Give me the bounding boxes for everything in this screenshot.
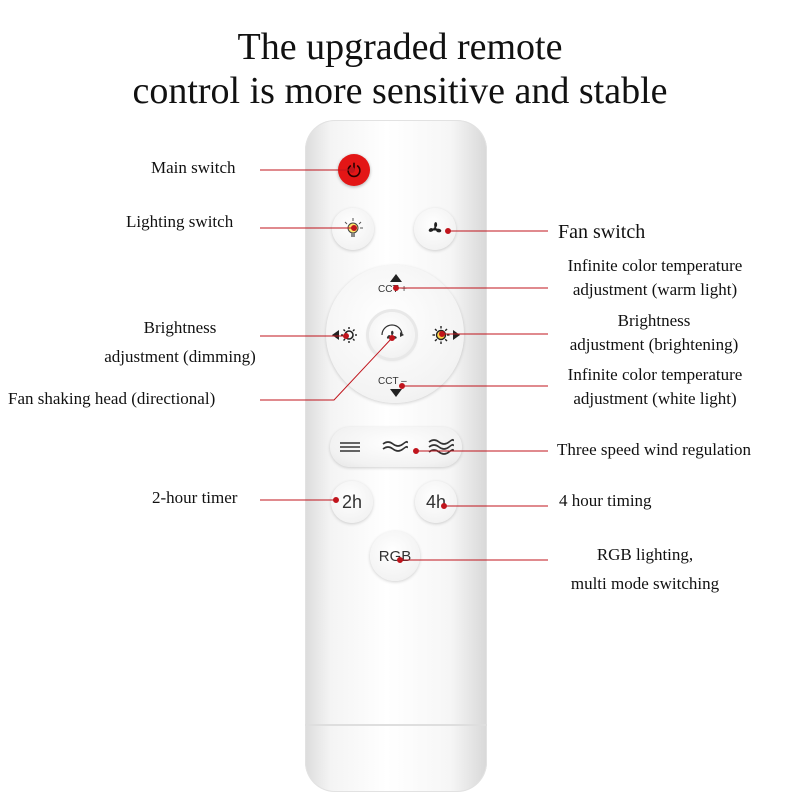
battery-cover-seam [305,724,487,726]
label-rgb: RGB lighting,multi mode switching [570,545,720,593]
label-wind-regulation: Three speed wind regulation [557,440,752,459]
fan-switch-button[interactable] [414,208,456,250]
sun-bright-icon[interactable] [432,325,460,345]
cct-minus-label: CCT – [378,376,407,387]
label-timer-4h: 4 hour timing [559,491,652,510]
timer-2h-button[interactable]: 2h [331,481,373,523]
label-timer-2h: 2-hour timer [152,488,238,507]
label-fan-shake: Fan shaking head (directional) [8,389,216,408]
timer-4h-button[interactable]: 4h [415,481,457,523]
cct-plus-label: CCT + [378,284,407,295]
main-power-button[interactable] [338,154,370,186]
label-fan-switch: Fan switch [558,221,646,243]
rgb-button[interactable]: RGB [370,531,420,581]
label-lighting-switch: Lighting switch [126,212,234,231]
fan-shake-button[interactable] [369,312,415,358]
label-main-switch: Main switch [151,158,236,177]
fan-icon [428,222,442,233]
wind-speed-bar [330,427,462,467]
wind-speed-low-icon[interactable] [336,437,366,457]
page-title-line-2: control is more sensitive and stable [132,70,668,112]
cct-up-arrow-icon[interactable] [390,274,402,282]
cct-down-arrow-icon[interactable] [390,389,402,397]
wind-speed-medium-icon[interactable] [380,437,410,457]
lighting-switch-button[interactable] [332,208,374,250]
page-title-line-1: The upgraded remote [237,26,563,68]
sun-dim-icon[interactable] [332,325,358,345]
power-icon [347,162,361,178]
wind-speed-high-icon[interactable] [426,437,456,457]
fan-oscillate-icon [381,324,404,339]
light-bulb-icon [343,218,363,237]
